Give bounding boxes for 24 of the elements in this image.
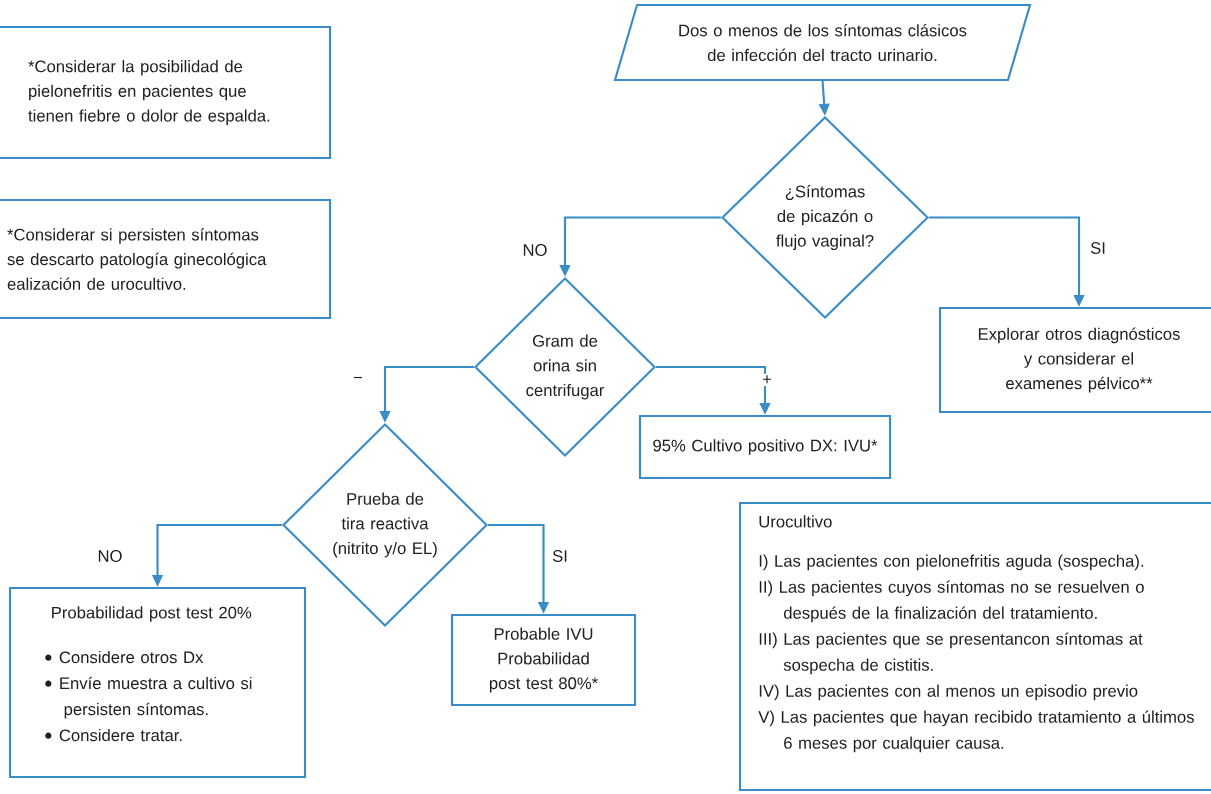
list-item: Considere otros Dx [59,650,204,664]
edge-label: SI [550,548,570,564]
input-parallelogram: Dos o menos de los síntomas clásicos de infección del tracto urinario. [613,3,1032,82]
process-box: Explorar otros diagnósticos y considerar el examenes pélvico** [938,306,1211,414]
edge-label: NO [96,548,124,564]
list-item: Envíe muestra a cultivo si persisten síntomas. [60,676,252,719]
edge-label: + [760,373,774,387]
process-box: 95% Cultivo positivo DX: IVU* [638,414,892,480]
heading: Probabilidad post test 20% [52,606,252,622]
list-item: II) Las pacientes cuyos síntomas no se resuelven o después de la finalización del tratamiento. [759,580,1144,623]
heading: Urocultivo [759,515,832,528]
list-item: V) Las pacientes que hayan recibido tratamiento a últimos 6 meses por cualquier causa. [758,710,1194,753]
info-box [738,501,1211,792]
list-item: III) Las pacientes que se presentancon síntomas at sospecha de cistitis. [759,632,1143,675]
process-box: Probable IVU Probabilidad post test 80%* [450,613,637,707]
edge-label: NO [521,242,549,258]
note-box: *Considerar la posibilidad de pielonefritis en pacientes que tienen fiebre o dolor de espalda. [0,25,332,160]
edge-label: SI [1088,240,1108,256]
note-box: *Considerar si persisten síntomas se descarto patología ginecológica ealización de urocultivo. [0,198,332,320]
list-item: IV) Las pacientes con al menos un episodio previo [759,684,1138,701]
list-item: Considere tratar. [59,728,182,742]
list-item: I) Las pacientes con pielonefritis aguda (sospecha). [759,554,1143,571]
info-box [8,586,307,779]
edge-label: − [351,375,365,385]
